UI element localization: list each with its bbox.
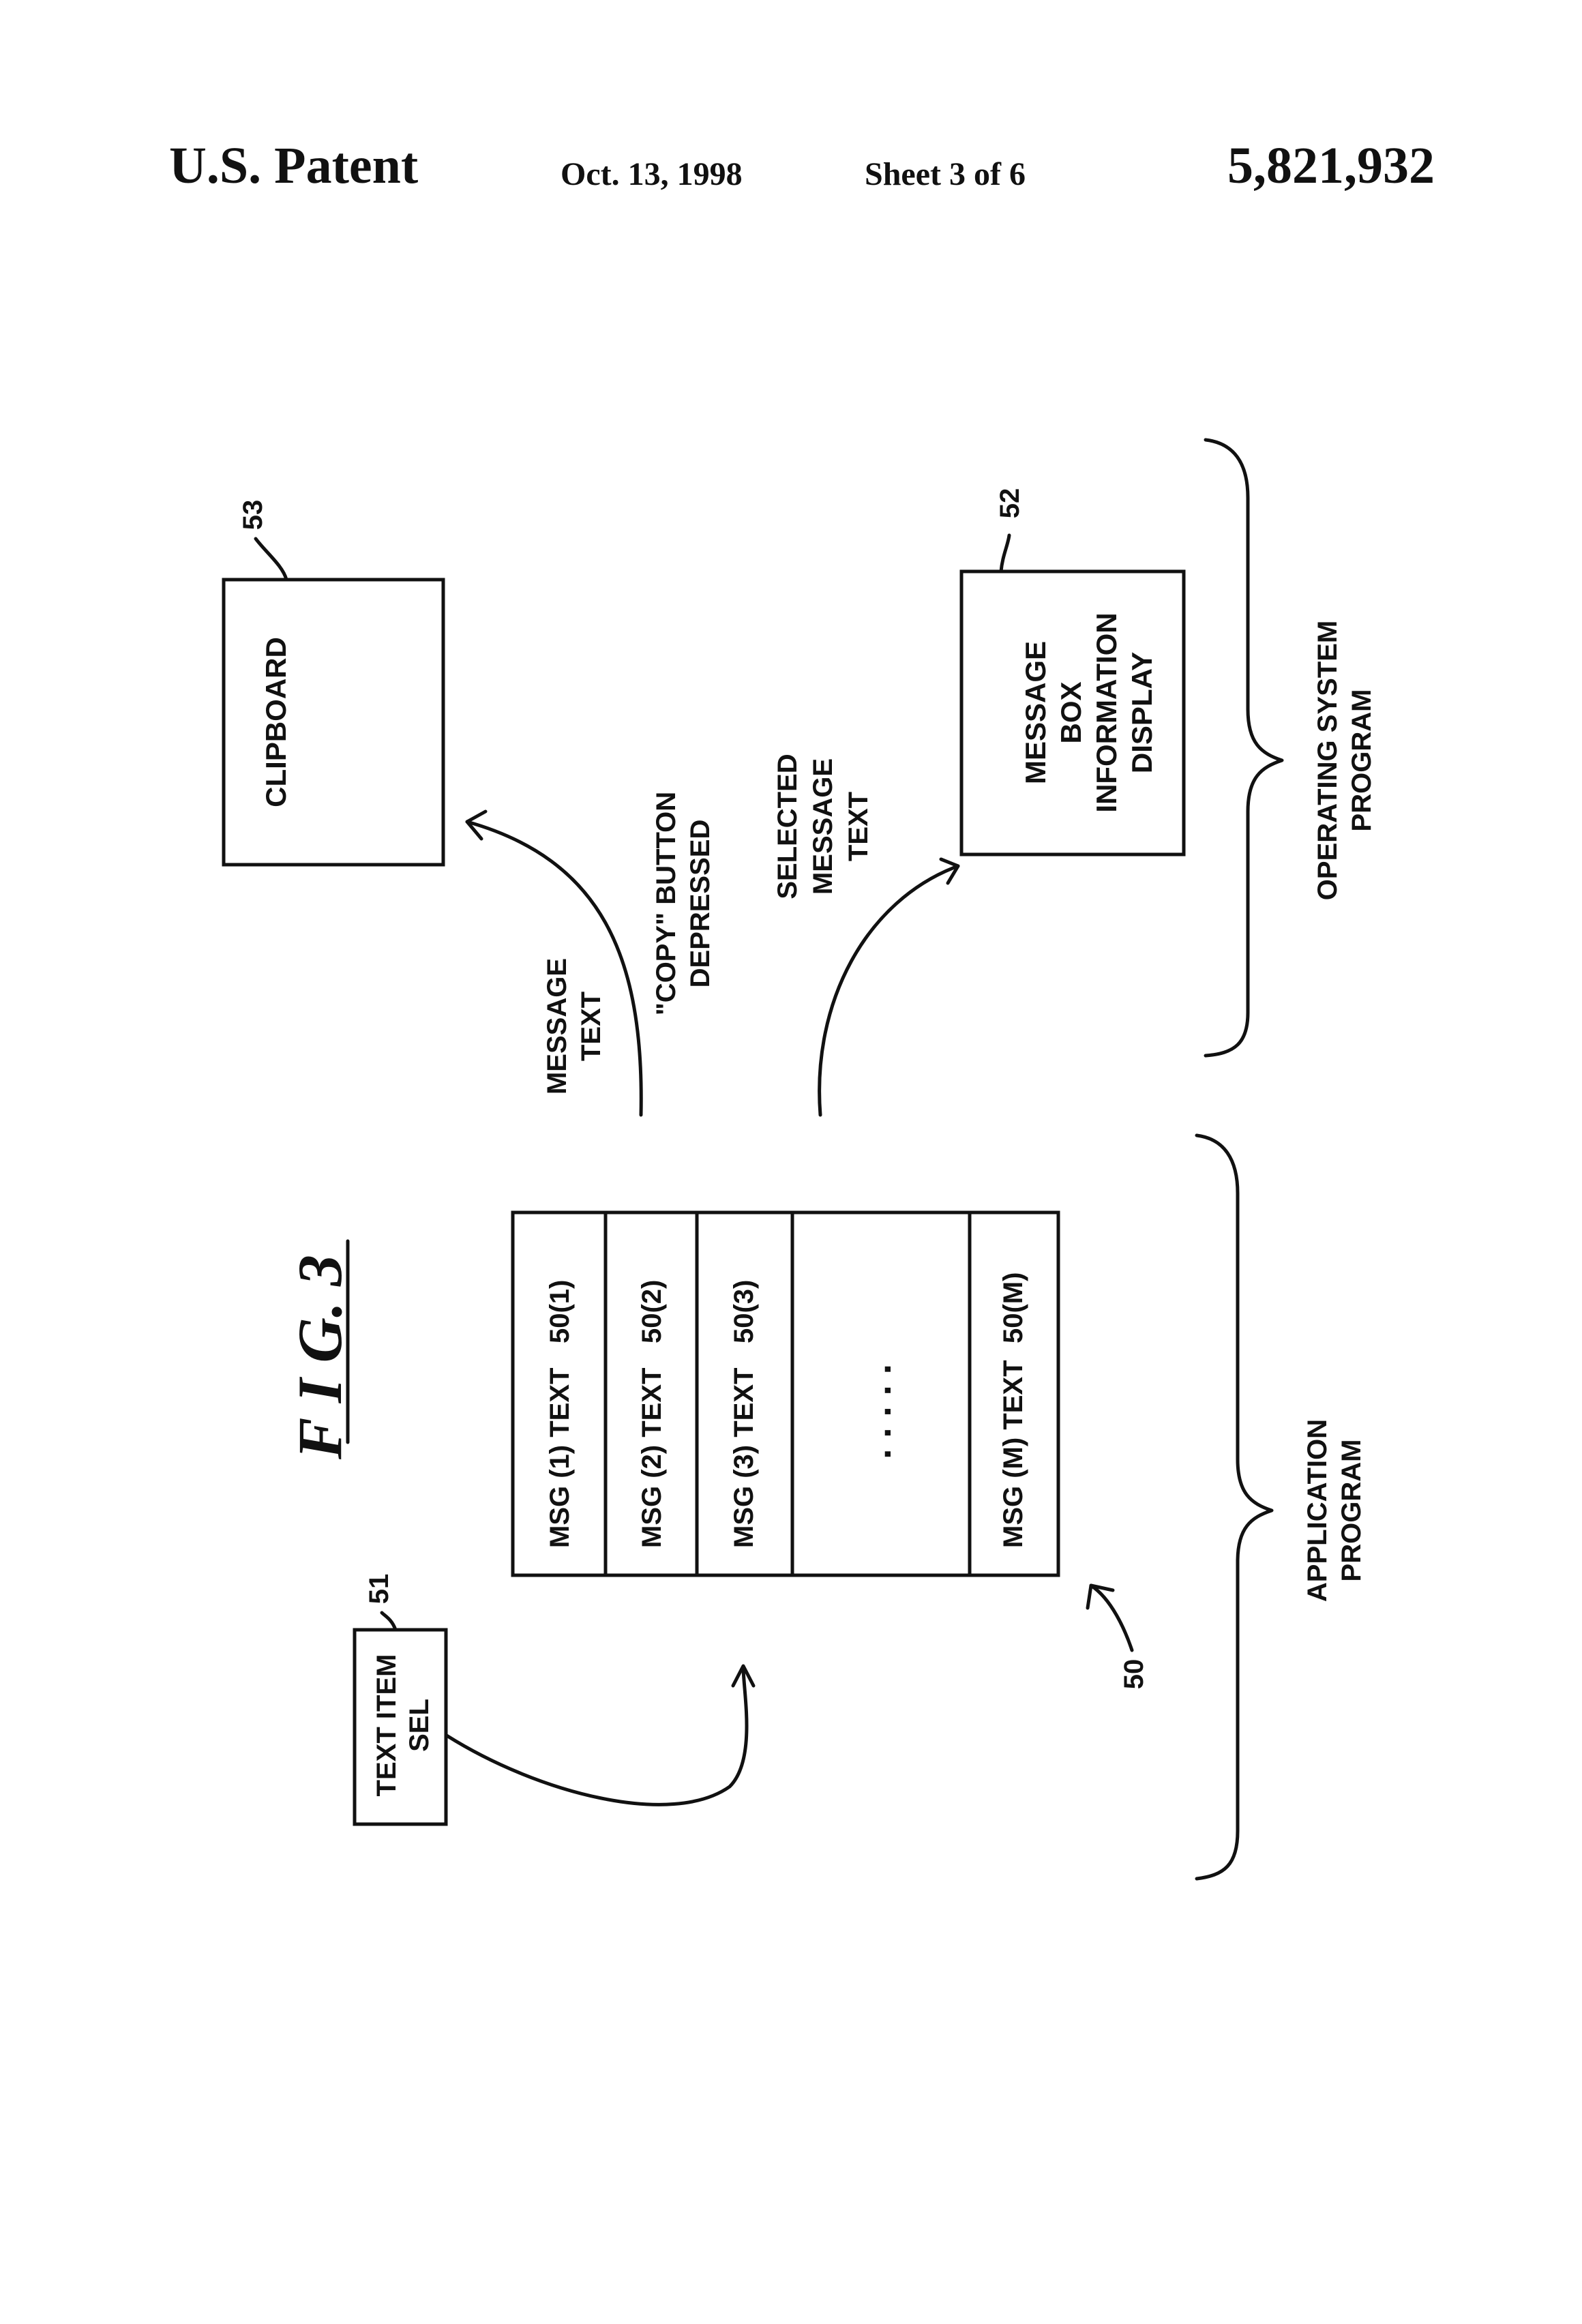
copy-button-line-2: DEPRESSED	[685, 820, 715, 988]
message-text-line-2: TEXT	[576, 992, 606, 1061]
clipboard-ref: 53	[238, 500, 268, 531]
message-text-label: MESSAGE TEXT	[542, 958, 606, 1094]
display-arrow	[820, 866, 958, 1115]
table-row-2: MSG (2) TEXT 50(2)	[637, 1280, 667, 1548]
row-3-text: MSG (3) TEXT	[729, 1368, 759, 1548]
message-table	[513, 1212, 1058, 1575]
text-item-sel-line-2: SEL	[404, 1699, 434, 1752]
message-box-line-3: INFORMATION	[1090, 612, 1122, 812]
row-m-text: MSG (M) TEXT	[998, 1360, 1028, 1548]
text-item-sel-ref: 51	[364, 1574, 394, 1605]
selected-message-line-1: SELECTED	[773, 754, 803, 899]
message-box-label-group: MESSAGE BOX INFORMATION DISPLAY	[1019, 612, 1158, 812]
row-2-ref: 50(2)	[637, 1280, 667, 1343]
clipboard-box	[224, 580, 443, 865]
copy-button-label: "COPY" BUTTON DEPRESSED	[651, 792, 715, 1015]
table-row-1: MSG (1) TEXT 50(1)	[545, 1280, 575, 1548]
message-box-leader	[1001, 535, 1009, 571]
table-row-m: MSG (M) TEXT 50(M)	[998, 1272, 1028, 1548]
message-text-line-1: MESSAGE	[542, 958, 572, 1094]
row-1-text: MSG (1) TEXT	[545, 1368, 575, 1548]
message-box-line-1: MESSAGE	[1019, 641, 1051, 784]
operating-system-line-1: OPERATING SYSTEM	[1313, 621, 1343, 900]
row-3-ref: 50(3)	[729, 1280, 759, 1343]
message-box-line-4: DISPLAY	[1126, 652, 1158, 773]
operating-system-bracket	[1206, 440, 1282, 1056]
operating-system-label: OPERATING SYSTEM PROGRAM	[1313, 621, 1377, 900]
selected-message-line-2: MESSAGE	[808, 758, 838, 895]
row-m-ref: 50(M)	[998, 1272, 1028, 1343]
text-item-sel-leader	[382, 1613, 395, 1630]
row-ellipsis-text: . . . . .	[856, 1364, 899, 1459]
select-arrow	[447, 1667, 747, 1804]
clipboard-leader	[256, 539, 286, 580]
figure-label-group: F I G. 3	[285, 1255, 355, 1460]
copy-button-line-1: "COPY" BUTTON	[651, 792, 681, 1015]
table-ref-arrow	[1091, 1585, 1132, 1650]
selected-message-line-3: TEXT	[844, 792, 874, 861]
table-row-ellipsis: . . . . .	[856, 1364, 899, 1459]
application-bracket	[1197, 1135, 1272, 1879]
clipboard-label-group: CLIPBOARD	[260, 637, 292, 807]
table-ref: 50	[1119, 1659, 1149, 1690]
application-line-2: PROGRAM	[1337, 1440, 1367, 1582]
row-1-ref: 50(1)	[545, 1280, 575, 1343]
text-item-sel-label-group: TEXT ITEM SEL	[372, 1654, 434, 1797]
table-row-3: MSG (3) TEXT 50(3)	[729, 1280, 759, 1548]
application-label: APPLICATION PROGRAM	[1302, 1419, 1367, 1602]
message-box-line-2: BOX	[1055, 681, 1087, 743]
text-item-sel-line-1: TEXT ITEM	[372, 1654, 402, 1797]
application-line-1: APPLICATION	[1302, 1419, 1332, 1602]
operating-system-line-2: PROGRAM	[1347, 689, 1377, 832]
selected-message-label: SELECTED MESSAGE TEXT	[773, 754, 874, 899]
figure-label: F I G. 3	[285, 1255, 355, 1460]
row-2-text: MSG (2) TEXT	[637, 1368, 667, 1548]
message-box-ref: 52	[995, 488, 1025, 519]
clipboard-label: CLIPBOARD	[260, 637, 292, 807]
